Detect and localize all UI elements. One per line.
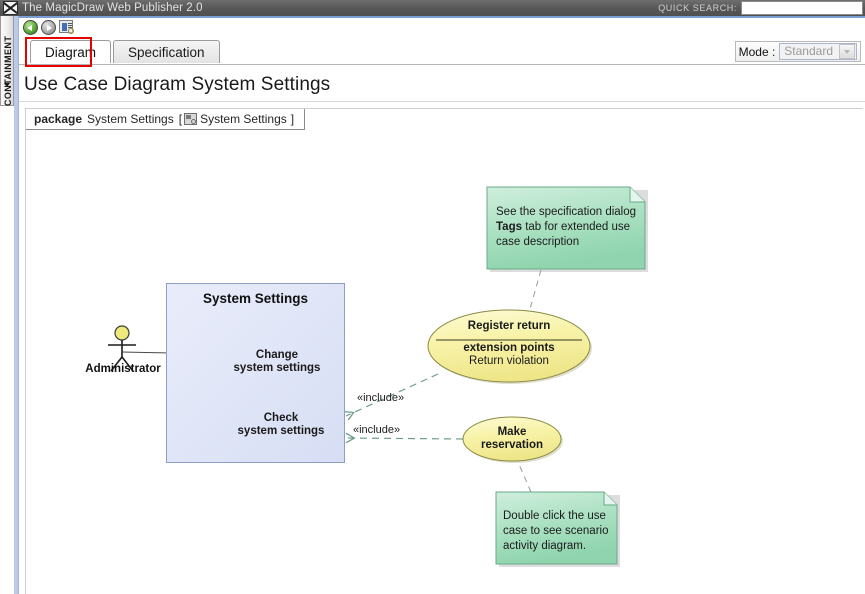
mode-value: Standard (784, 44, 833, 58)
usecase-check-system-settings[interactable]: Check system settings (220, 400, 342, 450)
actor-label-administrator: Administrator (85, 363, 161, 375)
package-keyword: package (34, 111, 83, 126)
package-diagram-icon (184, 113, 198, 125)
note-line-2: Tags tab for extended use (496, 221, 631, 233)
containment-label: CONTAINMENT (3, 35, 13, 106)
title-bar: The MagicDraw Web Publisher 2.0 QUICK SE… (0, 0, 865, 16)
anchor-note-tags (529, 269, 542, 310)
containment-rail: CONTAINMENT (0, 16, 14, 594)
note-doubleclick-shape (495, 491, 620, 567)
system-boundary-label: System Settings (202, 291, 309, 306)
usecase-register-return-shape (427, 309, 592, 384)
bracket-close: ] (290, 111, 295, 126)
tab-diagram[interactable]: Diagram (30, 40, 112, 63)
include-register-check (346, 373, 439, 416)
document-search-icon[interactable] (59, 20, 74, 35)
note-tags-text: See the specification dialog Tags tab fo… (496, 205, 638, 250)
rail-divider (14, 16, 19, 594)
use-case-diagram: System Settings Administrator Change sys… (26, 109, 863, 594)
tab-strip: Diagram Specification Mode : Standard (19, 38, 865, 65)
mode-select[interactable]: Standard (779, 43, 857, 60)
usecase-name: Register return (467, 320, 551, 332)
note-line-2: case to see scenario (503, 525, 609, 537)
extension-points-title: extension points (463, 342, 555, 354)
triangle-right-icon (3, 83, 10, 87)
heading-divider (19, 101, 865, 102)
diagram-canvas[interactable]: package System Settings [ System Setting… (25, 108, 863, 594)
window-title: The MagicDraw Web Publisher 2.0 (22, 2, 203, 14)
bracket-open: [ (178, 111, 183, 126)
accent-divider (19, 16, 865, 18)
note-line-3: activity diagram. (503, 540, 587, 552)
forward-icon[interactable] (41, 20, 56, 35)
page-title: Use Case Diagram System Settings (24, 74, 331, 95)
toolbar (19, 18, 865, 38)
extension-point-item: Return violation (469, 355, 549, 367)
usecase-line1: Make (497, 426, 527, 438)
usecase-register-return[interactable]: Register return extension points Return … (428, 310, 590, 382)
anchor-note-doubleclick (517, 461, 532, 493)
usecase-change-system-settings[interactable]: Change system settings (216, 337, 338, 387)
quick-search: QUICK SEARCH: (658, 0, 865, 16)
usecase-line2: system settings (237, 425, 325, 437)
usecase-line2: reservation (480, 439, 543, 451)
note-tags-shape (486, 186, 648, 272)
administrator-actor-icon (108, 325, 136, 372)
usecase-make-reservation[interactable]: Make reservation (463, 417, 561, 461)
note-line-3: case description (496, 236, 580, 248)
note-bold-word: Tags (496, 221, 522, 233)
note-doubleclick-text: Double click the use case to see scenari… (503, 509, 615, 554)
usecase-make-reservation-shape (462, 416, 563, 463)
usecase-line1: Check (263, 412, 299, 424)
quick-search-input[interactable] (741, 1, 863, 15)
note-line-1: Double click the use (503, 510, 606, 522)
package-name: System Settings (87, 111, 174, 126)
containment-tab[interactable]: CONTAINMENT (0, 16, 14, 106)
system-boundary[interactable]: System Settings (166, 283, 345, 463)
usecase-line2: system settings (233, 362, 321, 374)
include-label-make: «include» (353, 424, 401, 436)
note-line-1: See the specification dialog (496, 206, 637, 218)
magicdraw-logo-icon (3, 1, 18, 15)
mode-control: Mode : Standard (734, 41, 861, 62)
back-icon[interactable] (23, 20, 38, 35)
usecase-line1: Change (255, 349, 299, 361)
tab-specification[interactable]: Specification (113, 40, 220, 63)
include-make-check (346, 438, 464, 439)
mode-label: Mode : (738, 44, 776, 59)
include-label-register: «include» (357, 392, 405, 404)
quick-search-label: QUICK SEARCH: (658, 3, 737, 13)
package-inner-name: System Settings (200, 111, 287, 126)
chevron-down-icon[interactable] (839, 44, 855, 59)
package-header: package System Settings [ System Setting… (26, 109, 306, 130)
